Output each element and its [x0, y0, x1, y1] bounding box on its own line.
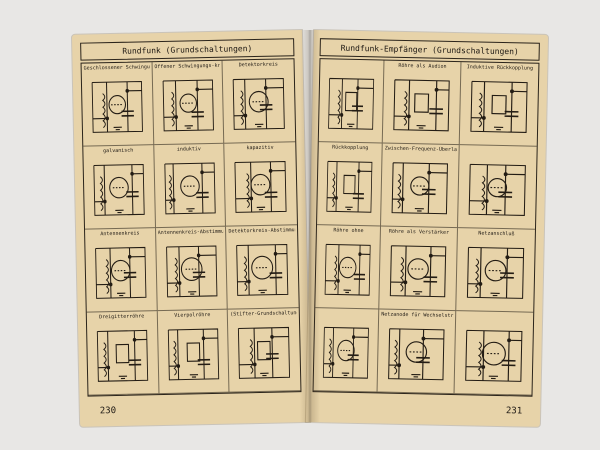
circuit-schematic: [328, 77, 375, 130]
circuit-diagram-title: Netzanode für Wechselstrom: [381, 311, 454, 320]
circuit-diagram-title: [458, 313, 531, 315]
circuit-diagram-cell: Dreigitterröhre: [86, 311, 160, 396]
circuit-diagram-cell: [313, 308, 380, 393]
circuit-schematic: [93, 163, 145, 216]
circuit-diagram-title: (Stifter-Grundschaltungen): [230, 310, 297, 318]
circuit-diagram-cell: Detektorkreis-Abstimmung: [226, 225, 299, 310]
circuit-schematic: [91, 80, 143, 133]
circuit-diagram-title: Geschlossener Schwingungs-kreis: [83, 64, 150, 72]
circuit-diagram-title: [462, 147, 535, 149]
circuit-schematic: [164, 162, 216, 215]
left-diagram-grid: Geschlossener Schwingungs-kreis Offener S…: [80, 58, 302, 397]
circuit-diagram-cell: Antennenkreis: [85, 228, 158, 313]
circuit-diagram-title: Induktive Rückkopplung: [466, 64, 534, 72]
circuit-diagram-title: kapazitiv: [246, 144, 274, 152]
circuit-schematic: [238, 326, 291, 379]
circuit-schematic: [95, 246, 147, 299]
left-page: Rundfunk (Grundschaltungen) Geschlossene…: [71, 30, 311, 427]
circuit-diagram-title: [317, 310, 376, 311]
circuit-diagram-cell: Rückkopplung: [317, 142, 383, 227]
circuit-schematic: [388, 328, 445, 381]
circuit-diagram-cell: induktiv: [153, 143, 227, 229]
circuit-schematic: [234, 160, 287, 213]
circuit-schematic: [96, 329, 149, 382]
circuit-diagram-cell: Induktive Rückkopplung: [459, 62, 539, 147]
circuit-schematic: [326, 160, 373, 213]
circuit-diagram-title: Zwischen-Frequenz-Überlagerungs-Empfänge…: [384, 145, 457, 154]
circuit-diagram-cell: [318, 59, 385, 144]
circuit-schematic: [470, 80, 528, 133]
circuit-diagram-title: Antennenkreis-Abstimmung: [157, 228, 224, 237]
circuit-schematic: [162, 79, 214, 132]
circuit-diagram-cell: Röhre als Audion: [382, 60, 462, 146]
right-page-number: 231: [505, 406, 523, 417]
circuit-diagram-title: Detektorkreis: [238, 61, 278, 69]
circuit-diagram-title: Röhre als Verstärker: [388, 228, 450, 236]
circuit-diagram-title: Offener Schwingungs-kreis: [154, 62, 221, 71]
circuit-schematic: [468, 163, 526, 216]
circuit-diagram-cell: [454, 311, 534, 396]
circuit-diagram-title: Vierpolröhre: [174, 312, 211, 319]
circuit-diagram-cell: Geschlossener Schwingungs-kreis: [81, 62, 154, 147]
circuit-schematic: [391, 162, 449, 215]
circuit-schematic: [393, 79, 450, 132]
circuit-diagram-title: Rückkopplung: [332, 144, 369, 152]
circuit-diagram-cell: Detektorkreis: [222, 59, 296, 144]
circuit-diagram-cell: Vierpolröhre: [157, 309, 230, 395]
circuit-diagram-cell: Röhre als Verstärker: [379, 226, 459, 312]
circuit-diagram-title: Netzanschluß: [478, 230, 515, 238]
right-page-header: Rundfunk-Empfänger (Grundschaltungen): [319, 38, 540, 61]
circuit-diagram-title: Antennenkreis: [100, 230, 140, 238]
circuit-diagram-cell: Offener Schwingungs-kreis: [152, 60, 225, 146]
circuit-diagram-title: Röhre als Audion: [398, 62, 447, 70]
circuit-diagram-cell: Zwischen-Frequenz-Überlagerungs-Empfänge…: [381, 143, 460, 229]
circuit-diagram-title: induktiv: [176, 146, 201, 153]
circuit-diagram-cell: Antennenkreis-Abstimmung: [155, 226, 229, 312]
circuit-diagram-title: Dreigitterröhre: [99, 313, 145, 321]
circuit-schematic: [324, 243, 371, 296]
circuit-schematic: [165, 245, 218, 298]
circuit-diagram-title: Detektorkreis-Abstimmung: [228, 227, 296, 235]
left-page-header: Rundfunk (Grundschaltungen): [80, 38, 295, 61]
left-page-number: 230: [99, 406, 117, 417]
circuit-schematic: [236, 243, 289, 296]
circuit-diagram-cell: Netzanode für Wechselstrom: [377, 309, 457, 395]
circuit-schematic: [167, 328, 219, 381]
circuit-diagram-cell: [458, 145, 537, 230]
circuit-schematic: [389, 245, 447, 298]
circuit-diagram-title: [322, 61, 381, 62]
circuit-schematic: [322, 326, 369, 379]
open-book: Rundfunk (Grundschaltungen) Geschlossene…: [71, 30, 549, 427]
circuit-diagram-cell: galvanisch: [83, 145, 156, 230]
circuit-diagram-cell: kapazitiv: [224, 142, 297, 227]
circuit-schematic: [233, 77, 286, 130]
circuit-diagram-title: Röhre ohne: [333, 227, 364, 235]
circuit-schematic: [465, 329, 523, 382]
circuit-diagram-cell: (Stifter-Grundschaltungen): [228, 308, 301, 393]
circuit-diagram-title: galvanisch: [103, 147, 134, 155]
circuit-diagram-cell: Röhre ohne: [315, 225, 382, 310]
circuit-diagram-cell: Netzanschluß: [456, 228, 535, 313]
right-page: Rundfunk-Empfänger (Grundschaltungen) Rö…: [305, 30, 549, 427]
circuit-schematic: [466, 246, 525, 299]
